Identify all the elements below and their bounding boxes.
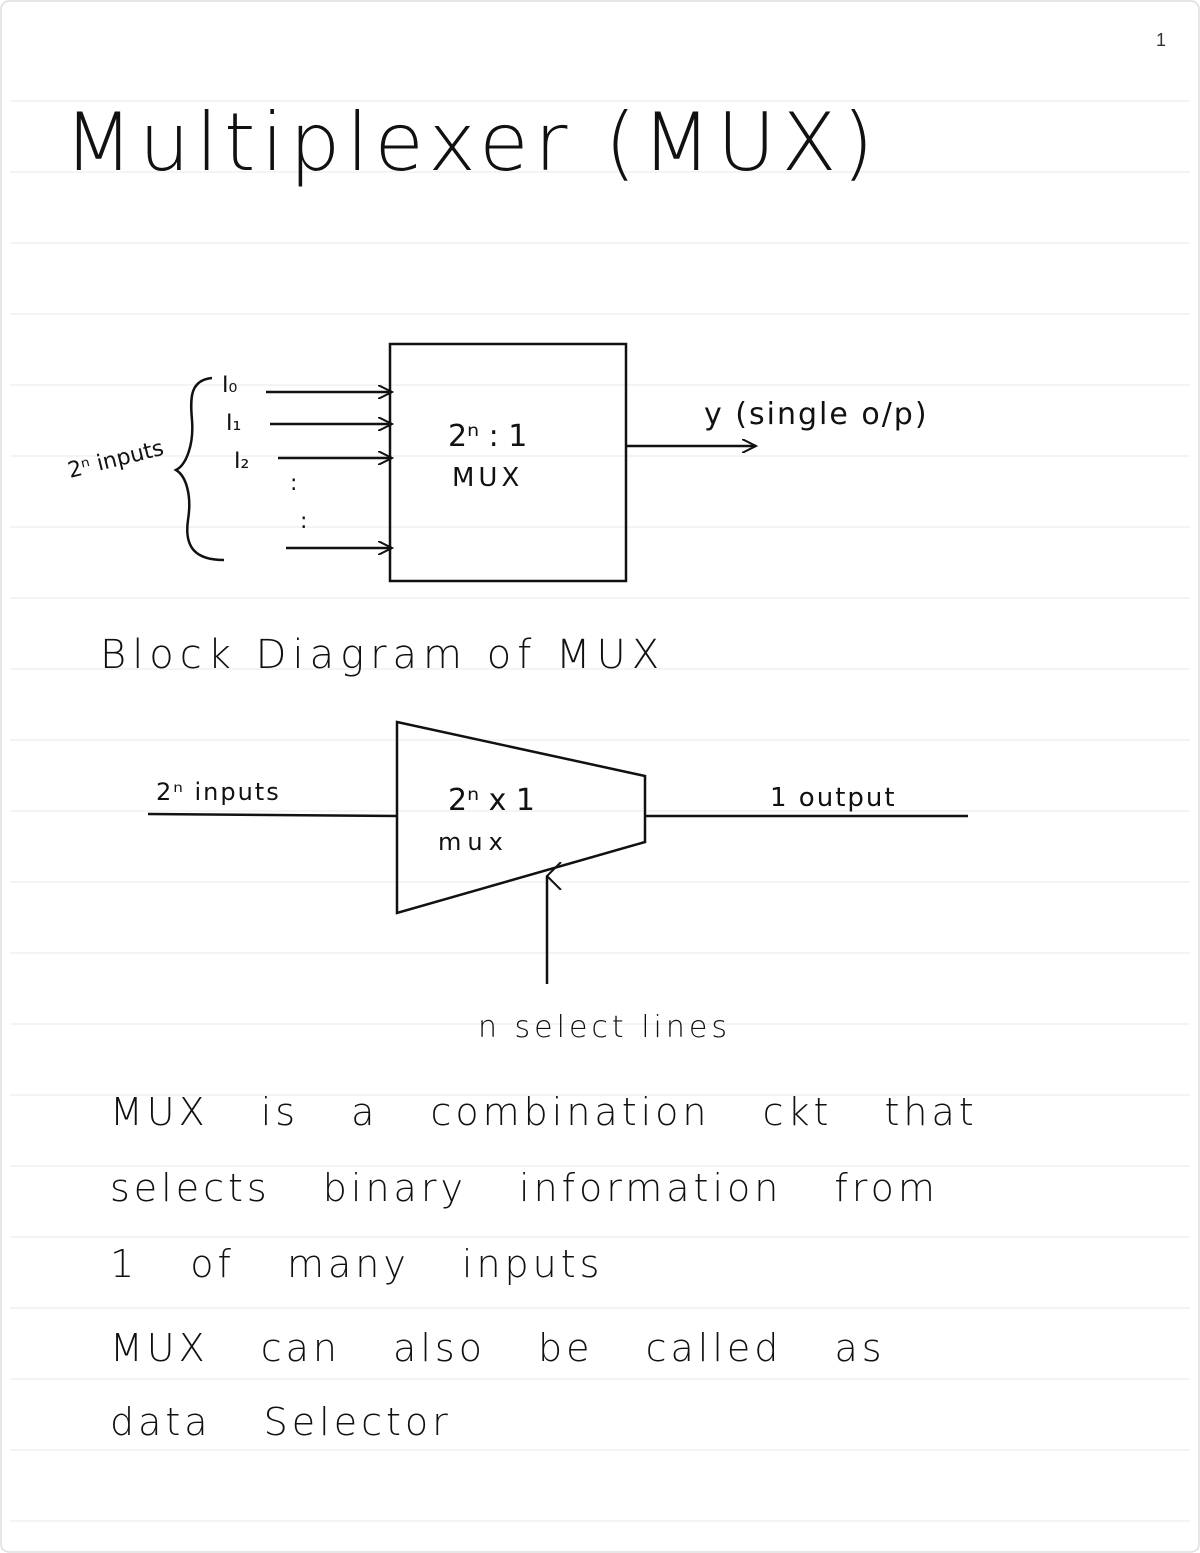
trap-body-line1: 2ⁿ x 1	[448, 783, 535, 818]
inputs-line	[147, 812, 399, 818]
select-lines-label: n select lines	[478, 1010, 731, 1045]
input-name-i0: I₀	[222, 373, 237, 398]
page-number: 1	[1155, 30, 1166, 50]
paragraph-line-1: MUX is a combination ckt that	[110, 1090, 978, 1134]
paragraph-line-3: 1 of many inputs	[110, 1242, 604, 1286]
paragraph-line-2: selects binary information from	[110, 1166, 939, 1210]
input-dots-2: :	[300, 509, 307, 534]
mux-trapezoid	[395, 720, 647, 915]
page-title: Multiplexer (MUX)	[64, 96, 880, 189]
input-name-i1: I₁	[226, 411, 241, 436]
mux-block-box	[388, 342, 628, 583]
trap-body-line2: mux	[438, 828, 509, 856]
trap-output-label: 1 output	[770, 783, 897, 813]
block-diagram-caption: Block Diagram of MUX	[100, 632, 666, 678]
paragraph-line-4: MUX can also be called as	[110, 1326, 886, 1370]
inputs-brace	[173, 376, 225, 562]
mux-block-line1: 2ⁿ : 1	[448, 419, 527, 454]
block-output-label: y (single o/p)	[704, 397, 929, 432]
trap-inputs-label: 2ⁿ inputs	[156, 778, 281, 806]
input-dots-1: :	[290, 471, 297, 496]
input-name-i2: I₂	[234, 449, 249, 474]
mux-symbol-diagram: 2ⁿ inputs 2ⁿ x 1 mux 1 output	[147, 720, 968, 984]
block-diagram: 2ⁿ inputs I₀ I₁ I₂ : : 2ⁿ : 1 MUX y (sin…	[65, 342, 929, 583]
mux-block-line2: MUX	[452, 463, 523, 493]
paragraph-line-5: data Selector	[110, 1400, 452, 1444]
